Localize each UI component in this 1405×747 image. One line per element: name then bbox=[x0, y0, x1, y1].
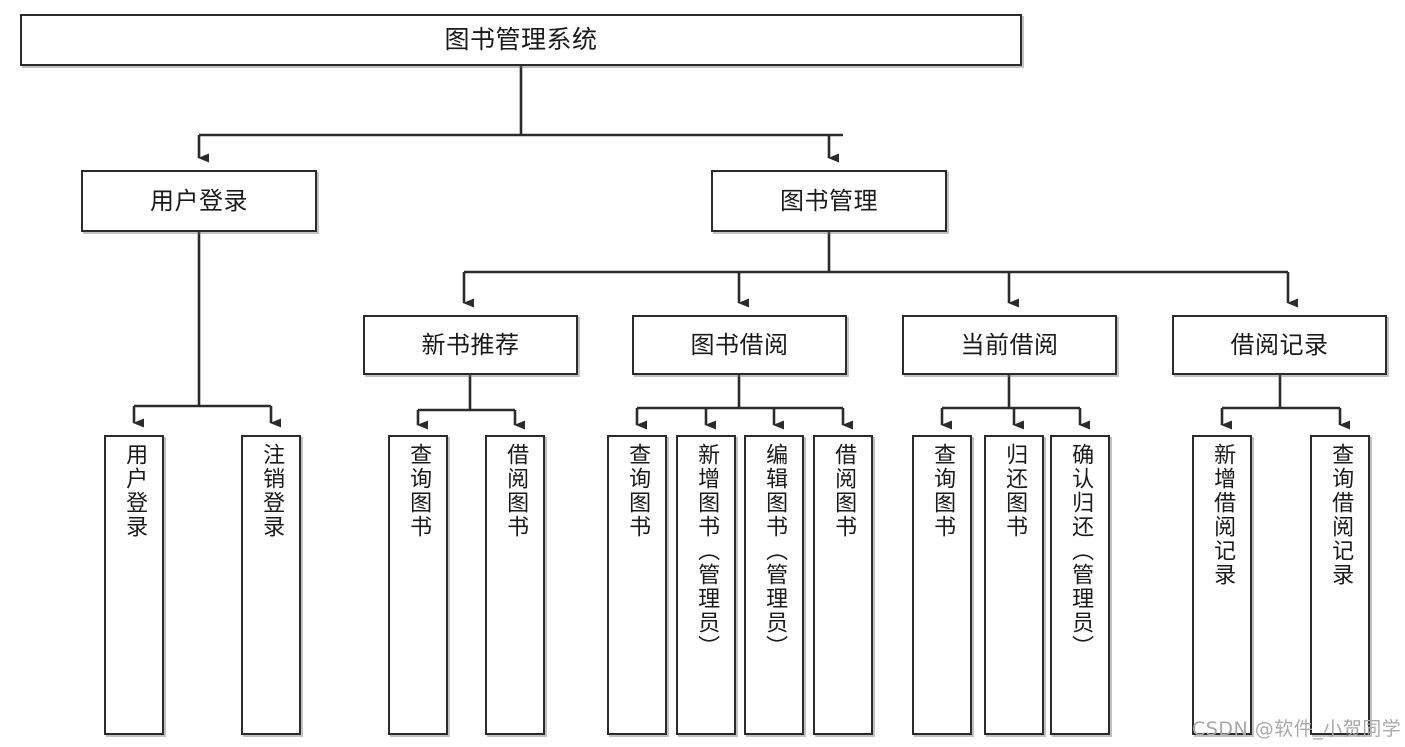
leaf-node[interactable]: 归还图书 bbox=[984, 435, 1044, 735]
leaf-node[interactable]: 新增图书（管理员） bbox=[676, 435, 736, 735]
leaf-node-label: 查询借阅记录 bbox=[1328, 443, 1354, 587]
leaf-node[interactable]: 查询借阅记录 bbox=[1310, 435, 1370, 735]
leaf-node-label: 借阅图书 bbox=[503, 443, 529, 539]
leaf-node[interactable]: 查询图书 bbox=[388, 435, 448, 735]
leaf-node-label: 查询图书 bbox=[625, 443, 651, 539]
leaf-node[interactable]: 确认归还（管理员） bbox=[1050, 435, 1110, 735]
leaf-node-label: 注销登录 bbox=[259, 443, 285, 539]
node-book-borrow-label: 图书借阅 bbox=[690, 330, 789, 359]
node-current-borrow[interactable]: 当前借阅 bbox=[902, 315, 1117, 375]
leaf-node-label: 借阅图书 bbox=[831, 443, 857, 539]
node-root[interactable]: 图书管理系统 bbox=[20, 14, 1022, 66]
leaf-node-label: 新增借阅记录 bbox=[1210, 443, 1236, 587]
leaf-node[interactable]: 新增借阅记录 bbox=[1192, 435, 1252, 735]
leaf-node[interactable]: 查询图书 bbox=[912, 435, 972, 735]
node-current-borrow-label: 当前借阅 bbox=[960, 330, 1059, 359]
leaf-node-label: 新增图书（管理员） bbox=[694, 443, 720, 659]
leaf-node-label: 查询图书 bbox=[930, 443, 956, 539]
node-book-management[interactable]: 图书管理 bbox=[711, 170, 947, 232]
csdn-watermark: CSDN @软件_小贺同学 bbox=[1192, 718, 1402, 740]
node-root-label: 图书管理系统 bbox=[444, 25, 598, 55]
leaf-node[interactable]: 借阅图书 bbox=[813, 435, 873, 735]
node-new-book-recommend[interactable]: 新书推荐 bbox=[363, 315, 578, 375]
node-new-book-recommend-label: 新书推荐 bbox=[421, 330, 520, 359]
leaf-node-label: 编辑图书（管理员） bbox=[762, 443, 788, 659]
leaf-node[interactable]: 用户登录 bbox=[104, 435, 164, 735]
leaf-node[interactable]: 注销登录 bbox=[241, 435, 301, 735]
node-borrow-record-label: 借阅记录 bbox=[1230, 330, 1329, 359]
leaf-node-label: 用户登录 bbox=[122, 443, 148, 539]
node-user-login-label: 用户登录 bbox=[150, 186, 248, 215]
leaf-node[interactable]: 借阅图书 bbox=[485, 435, 545, 735]
node-book-borrow[interactable]: 图书借阅 bbox=[632, 315, 847, 375]
node-user-login[interactable]: 用户登录 bbox=[81, 170, 317, 232]
leaf-node-label: 查询图书 bbox=[406, 443, 432, 539]
leaf-node-label: 归还图书 bbox=[1002, 443, 1028, 539]
node-borrow-record[interactable]: 借阅记录 bbox=[1172, 315, 1387, 375]
leaf-node[interactable]: 查询图书 bbox=[607, 435, 667, 735]
leaf-node[interactable]: 编辑图书（管理员） bbox=[744, 435, 804, 735]
leaf-node-label: 确认归还（管理员） bbox=[1068, 443, 1094, 659]
node-book-management-label: 图书管理 bbox=[780, 186, 878, 215]
